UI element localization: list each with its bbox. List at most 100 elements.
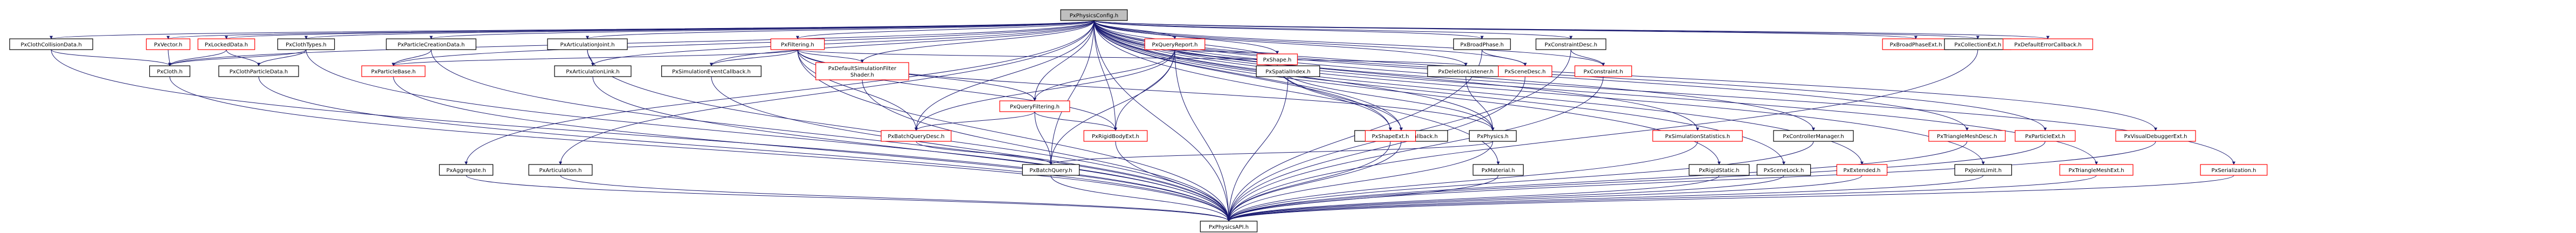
node-pxclothtypes-h[interactable]: PxClothTypes.h: [277, 38, 335, 50]
node-pxvector-h[interactable]: PxVector.h: [146, 38, 191, 50]
node-pxparticlebase-h[interactable]: PxParticleBase.h: [361, 65, 426, 77]
dependency-edge: [304, 20, 1095, 39]
node-pxparticleext-h[interactable]: PxParticleExt.h: [2014, 130, 2076, 142]
node-pxshape-h[interactable]: PxShape.h: [1256, 53, 1298, 65]
node-label: PxParticleBase.h: [371, 69, 416, 75]
node-label: PxSceneDesc.h: [1505, 69, 1546, 75]
node-box: [554, 65, 632, 77]
dependency-edge: [1174, 49, 1279, 54]
node-box: [218, 65, 299, 77]
node-pxdefaulterrorcallback-h[interactable]: PxDefaultErrorCallback.h: [2003, 38, 2093, 50]
node-box: [1535, 38, 1606, 50]
node-pxsimulationeventcallback-h[interactable]: PxSimulationEventCallback.h: [661, 65, 761, 77]
node-pxbroadphaseext-h[interactable]: PxBroadPhaseExt.h: [1882, 38, 1950, 50]
node-pxserialization-h[interactable]: PxSerialization.h: [2200, 164, 2268, 176]
node-pxqueryreport-h[interactable]: PxQueryReport.h: [1144, 38, 1206, 50]
node-box: [1256, 53, 1298, 65]
node-pxvisualdebuggerext-h[interactable]: PxVisualDebuggerExt.h: [2115, 130, 2196, 142]
dependency-edge: [1033, 20, 1095, 101]
dependency-edge: [797, 49, 1230, 222]
dependency-edge: [1049, 20, 1095, 165]
node-label: PxTriangleMeshExt.h: [2068, 168, 2124, 174]
node-label: PxQueryReport.h: [1152, 42, 1197, 48]
node-pxcollectionext-h[interactable]: PxCollectionExt.h: [1944, 38, 2012, 50]
node-box: [1200, 221, 1258, 232]
node-pxjointlimit-h[interactable]: PxJointLimit.h: [1954, 164, 2012, 176]
dependency-edge: [1227, 141, 1698, 222]
node-pxspatialindex-h[interactable]: PxSpatialIndex.h: [1256, 65, 1320, 77]
node-box: [1472, 164, 1524, 176]
dependency-edge: [393, 76, 1230, 222]
dependency-edge: [1049, 141, 1493, 165]
node-pxscenedesc-h[interactable]: PxSceneDesc.h: [1498, 65, 1553, 77]
node-pxcontrollermanager-h[interactable]: PxControllerManager.h: [1773, 130, 1854, 142]
dependency-edge: [1050, 175, 1230, 222]
node-box: [1022, 164, 1080, 176]
dependency-edge: [1093, 20, 1467, 66]
node-label: PxShapeExt.h: [1372, 134, 1409, 140]
node-pxsimulationstatistics-h[interactable]: PxSimulationStatistics.h: [1652, 130, 1743, 142]
node-box: [361, 65, 426, 77]
node-box: [1756, 164, 1811, 176]
node-pxscenelock-h[interactable]: PxSceneLock.h: [1756, 164, 1811, 176]
node-label: PxPhysicsAPI.h: [1209, 224, 1249, 230]
node-box: [547, 38, 628, 50]
node-pxmaterial-h[interactable]: PxMaterial.h: [1472, 164, 1524, 176]
node-pxarticulationlink-h[interactable]: PxArticulationLink.h: [554, 65, 632, 77]
node-pxparticlecreationdata-h[interactable]: PxParticleCreationData.h: [386, 38, 476, 50]
node-pxclothcollisiondata-h[interactable]: PxClothCollisionData.h: [9, 38, 93, 50]
dependency-edge: [168, 20, 1095, 66]
node-pxbatchquery-h[interactable]: PxBatchQuery.h: [1022, 164, 1080, 176]
node-label: PxArticulation.h: [539, 168, 581, 174]
node-pxbatchquerydesc-h[interactable]: PxBatchQueryDesc.h: [881, 130, 952, 142]
dependency-edge: [1093, 20, 1605, 66]
node-pxextended-h[interactable]: PxExtended.h: [1836, 164, 1888, 176]
node-label: PxSceneLock.h: [1764, 168, 1804, 174]
node-pxarticulationjoint-h[interactable]: PxArticulationJoint.h: [547, 38, 628, 50]
node-pxrigidbodyext-h[interactable]: PxRigidBodyExt.h: [1083, 130, 1148, 142]
node-pxaggregate-h[interactable]: PxAggregate.h: [439, 164, 494, 176]
dependency-edge: [1227, 175, 2234, 222]
node-pxqueryfiltering-h[interactable]: PxQueryFiltering.h: [999, 100, 1070, 112]
dependency-edge: [1227, 175, 1862, 222]
node-box: [1083, 130, 1148, 142]
dependency-edge: [1227, 175, 2097, 222]
dependency-edge: [1093, 20, 1484, 39]
dependency-edge: [1227, 141, 1391, 222]
dependency-edge: [797, 49, 1117, 131]
node-label: PxRigidBodyExt.h: [1092, 134, 1139, 140]
node-pxcloth-h[interactable]: PxCloth.h: [149, 65, 191, 77]
node-pxlockeddata-h[interactable]: PxLockedData.h: [197, 38, 255, 50]
node-box: [1688, 164, 1750, 176]
node-pxconstraintdesc-h[interactable]: PxConstraintDesc.h: [1535, 38, 1606, 50]
node-pxrigidstatic-h[interactable]: PxRigidStatic.h: [1688, 164, 1750, 176]
node-pxphysicsapi-h[interactable]: PxPhysicsAPI.h: [1200, 221, 1258, 232]
node-pxbroadphase-h[interactable]: PxBroadPhase.h: [1453, 38, 1511, 50]
node-pxphysicsconfig-h[interactable]: PxPhysicsConfig.h: [1060, 9, 1128, 21]
dependency-edge: [465, 20, 1095, 165]
node-pxclothparticledata-h[interactable]: PxClothParticleData.h: [218, 65, 299, 77]
dependency-edge: [797, 49, 1467, 66]
node-pxphysics-h[interactable]: PxPhysics.h: [1469, 130, 1517, 142]
node-box: [439, 164, 494, 176]
node-box: [2059, 164, 2134, 176]
node-box: [1773, 130, 1854, 142]
node-pxtrianglemeshext-h[interactable]: PxTriangleMeshExt.h: [2059, 164, 2134, 176]
node-box: [2115, 130, 2196, 142]
node-box: [1652, 130, 1743, 142]
node-pxconstraint-h[interactable]: PxConstraint.h: [1574, 65, 1632, 77]
node-pxarticulation-h[interactable]: PxArticulation.h: [528, 164, 593, 176]
node-label: PxControllerManager.h: [1783, 134, 1844, 140]
node-pxtrianglemeshdesc-h[interactable]: PxTriangleMeshDesc.h: [1928, 130, 2006, 142]
node-pxdeletionlistener-h[interactable]: PxDeletionListener.h: [1427, 65, 1505, 77]
dependency-edge: [915, 49, 1175, 131]
dependency-edge: [1227, 76, 1604, 222]
node-pxshapeext-h[interactable]: PxShapeExt.h: [1365, 130, 1416, 142]
node-pxfiltering-h[interactable]: PxFiltering.h: [770, 38, 825, 50]
node-label: PxDeletionListener.h: [1438, 69, 1494, 75]
dependency-edge: [1227, 141, 1402, 222]
dependency-edge: [1093, 20, 1699, 131]
node-label: PxCloth.h: [157, 69, 183, 75]
dependency-edge: [1034, 111, 1052, 165]
